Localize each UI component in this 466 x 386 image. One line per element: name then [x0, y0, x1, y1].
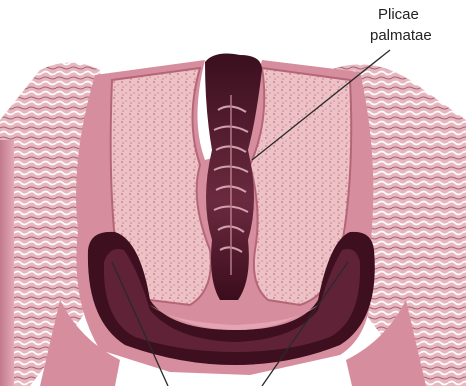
label-plicae-line2: palmatae: [370, 27, 432, 44]
left-edge-tissue: [0, 140, 14, 386]
label-plicae-line1: Plicae: [378, 6, 419, 23]
